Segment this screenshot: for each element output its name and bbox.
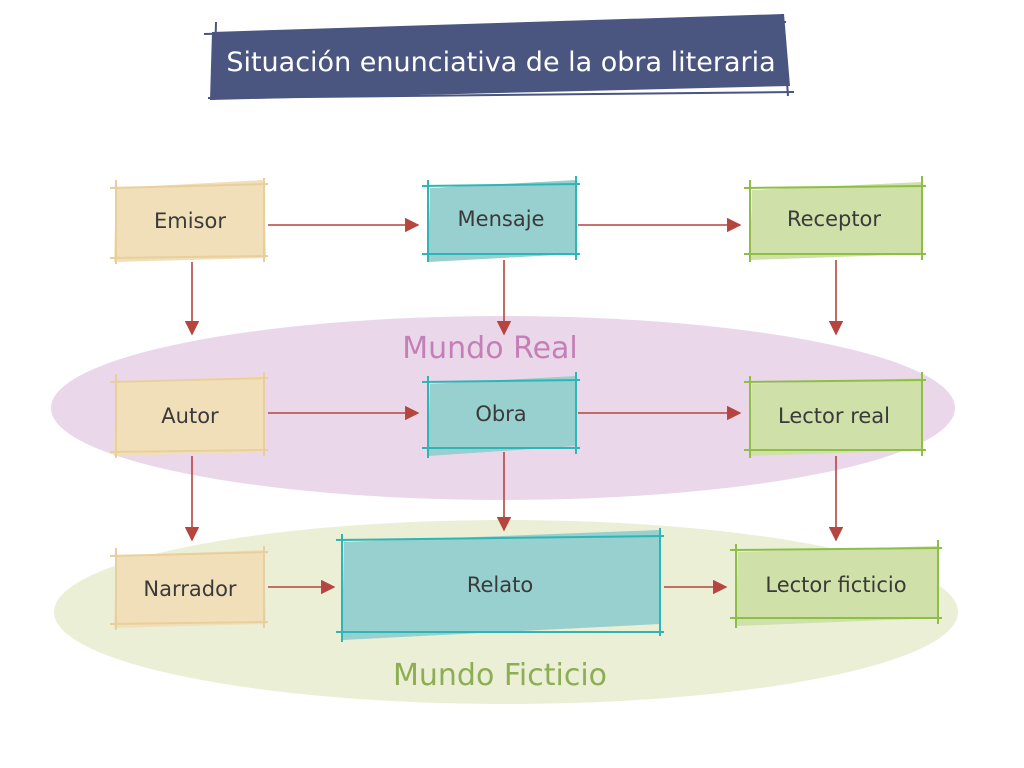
box-narrador: Narrador <box>109 546 269 630</box>
diagram-title: Situación enunciativa de la obra literar… <box>226 47 775 78</box>
box-receptor: Receptor <box>743 176 927 262</box>
box-obra: Obra <box>421 372 581 458</box>
label-obra: Obra <box>475 402 526 426</box>
box-emisor: Emisor <box>109 178 269 264</box>
label-emisor: Emisor <box>154 209 226 233</box>
label-lector-ficticio: Lector ficticio <box>765 573 906 597</box>
label-narrador: Narrador <box>143 577 237 601</box>
zone-real-label: Mundo Real <box>402 331 578 366</box>
zone-ficticio-label: Mundo Ficticio <box>393 658 607 693</box>
box-lector-real: Lector real <box>743 372 927 458</box>
label-autor: Autor <box>161 404 219 428</box>
box-autor: Autor <box>109 372 269 458</box>
label-lector-real: Lector real <box>778 404 890 428</box>
label-relato: Relato <box>467 573 533 597</box>
label-mensaje: Mensaje <box>458 207 545 231</box>
title-banner: Situación enunciativa de la obra literar… <box>203 13 795 101</box>
box-lector-ficticio: Lector ficticio <box>729 540 943 628</box>
label-receptor: Receptor <box>787 207 881 231</box>
box-mensaje: Mensaje <box>421 176 581 262</box>
box-relato: Relato <box>335 528 665 642</box>
